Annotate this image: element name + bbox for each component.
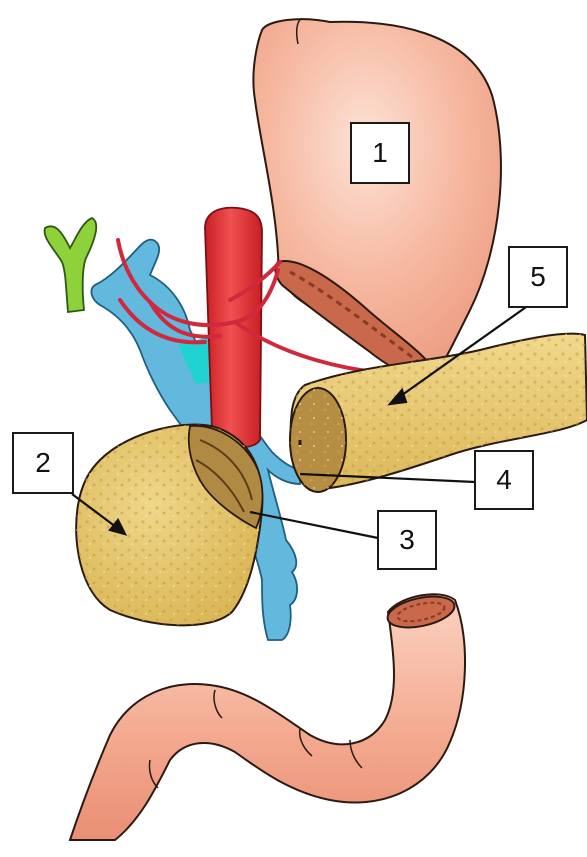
pancreas xyxy=(290,334,587,492)
label-box-4: 4 xyxy=(474,450,534,510)
label-3-text: 3 xyxy=(399,524,415,556)
pancreatic-head xyxy=(76,425,262,626)
aorta xyxy=(205,208,262,448)
label-4-text: 4 xyxy=(496,464,512,496)
stomach xyxy=(253,19,501,376)
label-2-text: 2 xyxy=(35,447,51,479)
label-box-3: 3 xyxy=(377,510,437,570)
label-box-5: 5 xyxy=(508,246,568,308)
label-box-2: 2 xyxy=(12,432,74,494)
label-box-1: 1 xyxy=(350,122,410,184)
label-1-text: 1 xyxy=(372,137,388,169)
bile-duct xyxy=(45,218,97,312)
label-5-text: 5 xyxy=(530,261,546,293)
